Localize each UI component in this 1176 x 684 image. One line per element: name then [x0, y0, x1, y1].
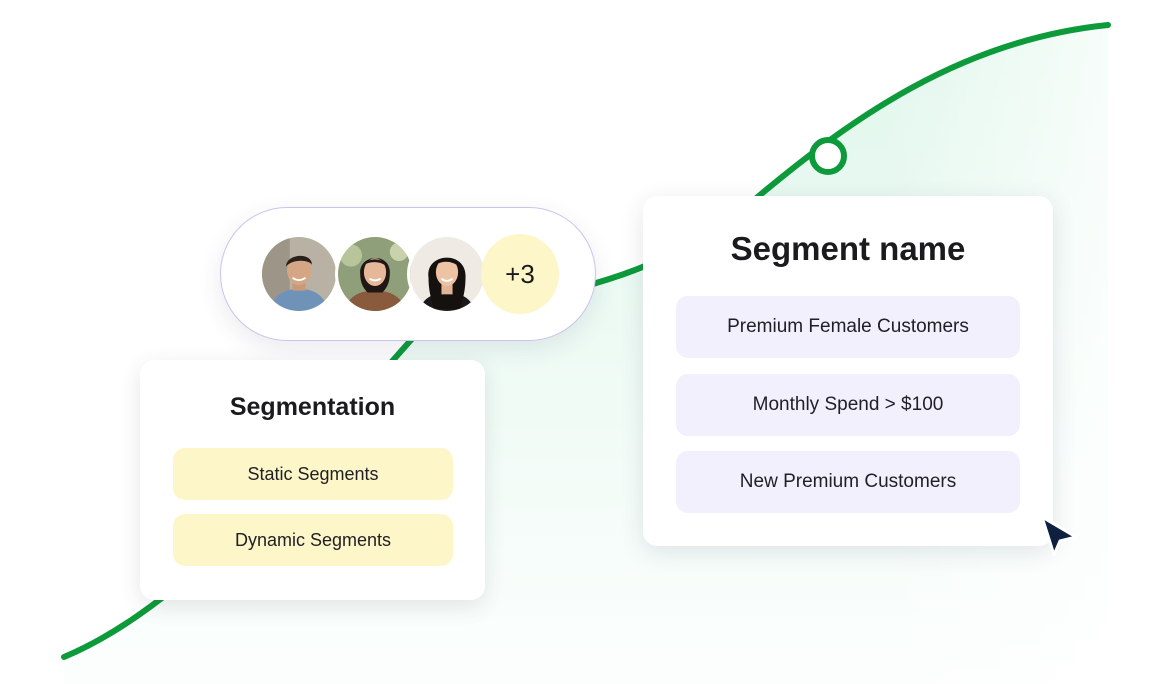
- segment-option-premium-female[interactable]: Premium Female Customers: [676, 296, 1020, 358]
- segmentation-card: Segmentation Static Segments Dynamic Seg…: [140, 360, 485, 600]
- more-avatars-badge: +3: [481, 234, 559, 314]
- person-avatar-woman-icon: [410, 237, 484, 311]
- avatar: [259, 234, 339, 314]
- growth-marker: [809, 137, 847, 175]
- avatar: [407, 234, 487, 314]
- segment-option-new-premium[interactable]: New Premium Customers: [676, 451, 1020, 513]
- avatar: [335, 234, 415, 314]
- segment-name-card: Segment name Premium Female Customers Mo…: [643, 196, 1053, 546]
- segmentation-title: Segmentation: [229, 393, 396, 421]
- person-avatar-man-icon: [262, 237, 336, 311]
- audience-avatars-pill: +3: [220, 207, 596, 341]
- person-avatar-woman-icon: [338, 237, 412, 311]
- segment-option-monthly-spend[interactable]: Monthly Spend > $100: [676, 374, 1020, 436]
- static-segments-option[interactable]: Static Segments: [173, 448, 453, 500]
- mouse-cursor-icon: [1038, 513, 1080, 559]
- segment-name-title: Segment name: [730, 230, 966, 267]
- dynamic-segments-option[interactable]: Dynamic Segments: [173, 514, 453, 566]
